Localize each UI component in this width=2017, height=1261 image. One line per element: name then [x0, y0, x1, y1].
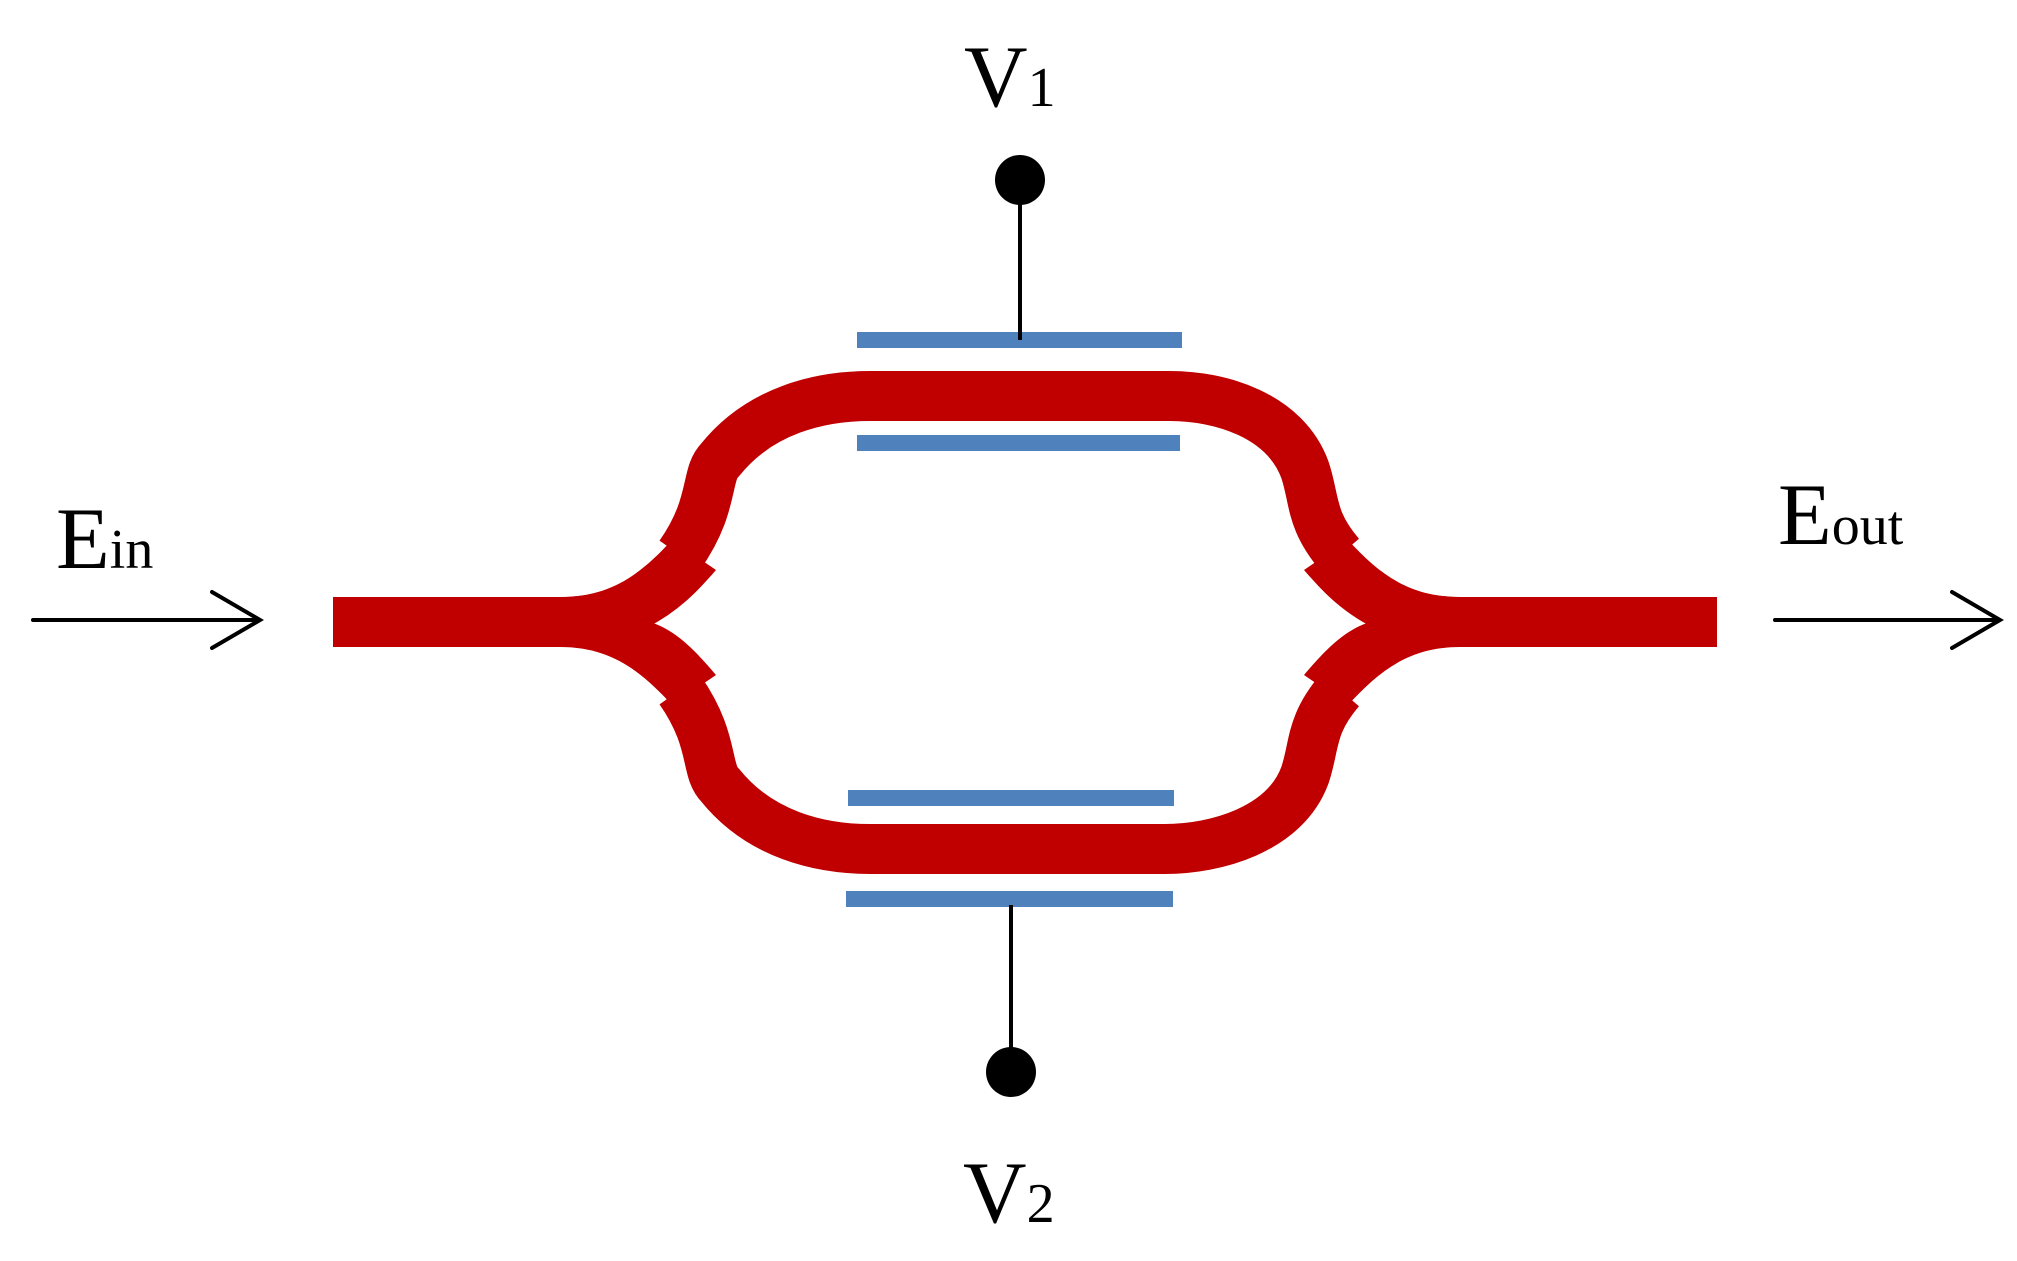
voltage-bottom-label: V2 [963, 1145, 1055, 1242]
voltage-top-symbol: V [964, 29, 1028, 126]
upper-electrode-inner [857, 435, 1180, 451]
electrodes [846, 332, 1182, 907]
output-field-subscript: out [1832, 495, 1904, 557]
filled-circle-icon [986, 1047, 1036, 1097]
lower-electrode-outer [846, 891, 1173, 907]
voltage-bottom-subscript: 2 [1027, 1173, 1055, 1235]
voltage-terminal-bottom [986, 905, 1036, 1097]
input-y-junction [560, 540, 716, 705]
lower-electrode-inner [848, 790, 1174, 806]
output-y-junction [1304, 540, 1460, 705]
input-field-symbol: E [56, 491, 110, 588]
voltage-top-subscript: 1 [1028, 57, 1056, 119]
input-field-label: Ein [56, 491, 153, 588]
arrow-right-icon [31, 590, 264, 650]
voltage-terminal-top [995, 155, 1045, 340]
filled-circle-icon [995, 155, 1045, 205]
voltage-bottom-symbol: V [963, 1145, 1027, 1242]
output-field-symbol: E [1778, 467, 1832, 564]
lower-arm-waveguide [659, 673, 1360, 874]
input-field-subscript: in [110, 519, 154, 581]
voltage-top-label: V1 [964, 29, 1056, 126]
output-field-label: Eout [1778, 467, 1904, 564]
arrow-right-icon [1773, 590, 2004, 650]
upper-arm-waveguide [659, 371, 1360, 572]
